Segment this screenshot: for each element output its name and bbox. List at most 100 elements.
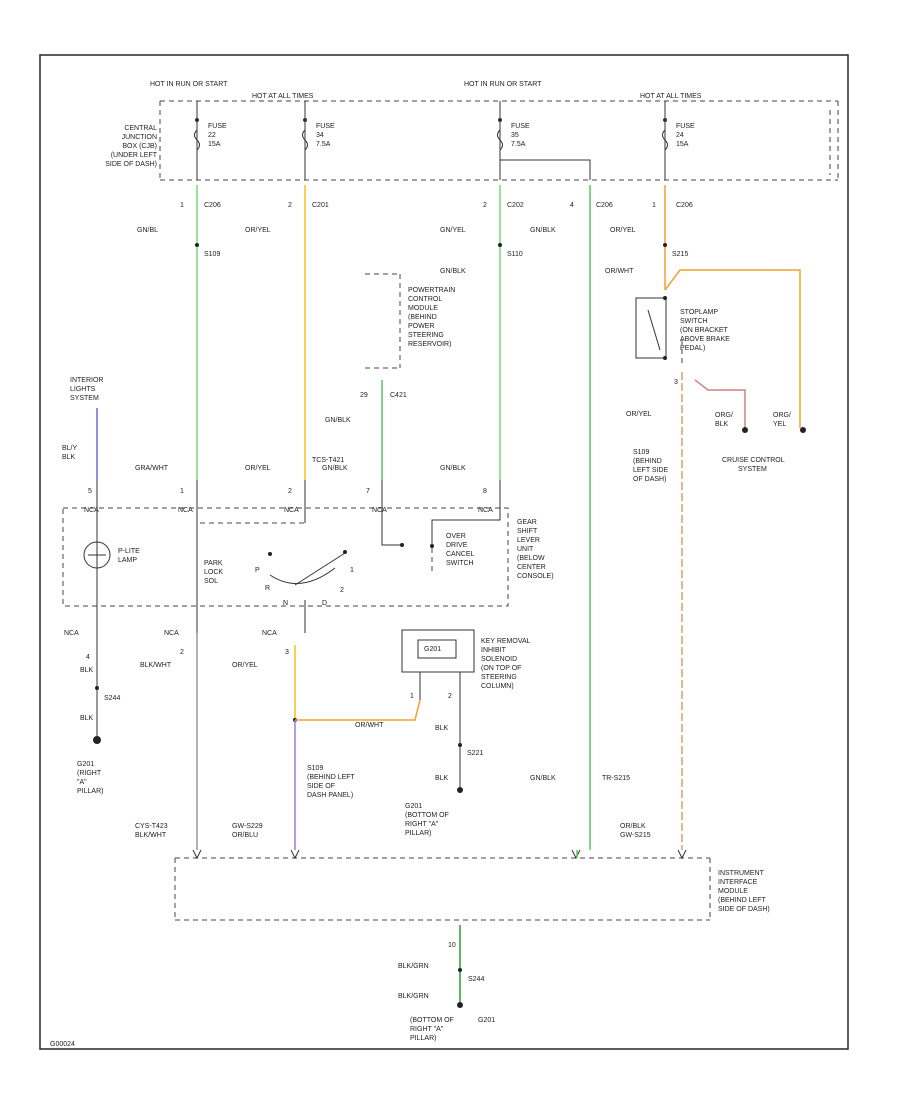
svg-text:34: 34 — [316, 132, 324, 139]
svg-text:P-LITE: P-LITE — [118, 548, 140, 555]
fuse-3: FUSE 35 7.5A — [497, 101, 591, 180]
svg-text:INTERIOR: INTERIOR — [70, 377, 103, 384]
svg-text:22: 22 — [208, 132, 216, 139]
svg-text:UNIT: UNIT — [517, 546, 534, 553]
svg-text:P: P — [255, 567, 260, 574]
svg-text:POWERTRAIN: POWERTRAIN — [408, 287, 455, 294]
svg-text:STOPLAMP: STOPLAMP — [680, 309, 718, 316]
connector-labels: 1 C206 2 C201 2 C202 4 C206 1 C206 — [180, 202, 693, 209]
svg-text:INSTRUMENT: INSTRUMENT — [718, 870, 765, 877]
svg-text:PARK: PARK — [204, 560, 223, 567]
wire-gn-yel: GN/YEL S110 GN/BLK — [440, 185, 523, 480]
svg-text:SWITCH: SWITCH — [680, 318, 708, 325]
svg-text:1: 1 — [180, 202, 184, 209]
svg-text:(BEHIND: (BEHIND — [408, 314, 437, 321]
svg-text:BLK: BLK — [62, 454, 76, 461]
svg-text:GW-S229: GW-S229 — [232, 823, 263, 830]
svg-text:NCA: NCA — [478, 507, 493, 514]
fuse-4: FUSE 24 15A — [662, 101, 695, 180]
hot-all-label-2: HOT AT ALL TIMES — [640, 93, 702, 100]
or-yel-lower: NCA 3 OR/YEL OR/WHT S109 (BEHIND LEFT SI… — [232, 630, 421, 850]
svg-text:S109: S109 — [204, 251, 220, 258]
svg-text:(BOTTOM OF: (BOTTOM OF — [405, 812, 449, 819]
svg-text:(BEHIND LEFT: (BEHIND LEFT — [718, 897, 767, 904]
iim-pin-labels: CYS-T423 BLK/WHT GW-S229 OR/BLU OR/BLK G… — [135, 823, 651, 839]
svg-text:10: 10 — [448, 942, 456, 949]
svg-text:1: 1 — [180, 488, 184, 495]
svg-text:LIGHTS: LIGHTS — [70, 386, 96, 393]
svg-text:C206: C206 — [676, 202, 693, 209]
svg-text:(BEHIND: (BEHIND — [633, 458, 662, 465]
svg-text:TR-S215: TR-S215 — [602, 775, 630, 782]
svg-text:(BELOW: (BELOW — [517, 555, 545, 562]
svg-text:NCA: NCA — [164, 630, 179, 637]
shift-connector-row: 5 1 2 7 8 NCA NCA NCA NCA NCA — [84, 488, 493, 514]
svg-text:BOX (CJB): BOX (CJB) — [122, 143, 157, 150]
svg-text:2: 2 — [288, 488, 292, 495]
svg-text:GN/BLK: GN/BLK — [322, 465, 348, 472]
svg-text:4: 4 — [570, 202, 574, 209]
shift-top-labels: GRA/WHT OR/YEL TCS-T421 GN/BLK GN/BLK — [135, 457, 466, 472]
svg-text:FUSE: FUSE — [511, 123, 530, 130]
svg-text:GN/BLK: GN/BLK — [530, 775, 556, 782]
svg-text:BLK: BLK — [80, 715, 94, 722]
svg-text:PILLAR): PILLAR) — [405, 830, 431, 837]
svg-text:29: 29 — [360, 392, 368, 399]
svg-text:NCA: NCA — [64, 630, 79, 637]
svg-text:GW-S215: GW-S215 — [620, 832, 651, 839]
svg-text:LEVER: LEVER — [517, 537, 540, 544]
svg-text:G201: G201 — [424, 646, 441, 653]
svg-text:(RIGHT: (RIGHT — [77, 770, 102, 777]
svg-text:OR/BLK: OR/BLK — [620, 823, 646, 830]
svg-text:2: 2 — [180, 649, 184, 656]
svg-text:INHIBIT: INHIBIT — [481, 647, 507, 654]
svg-text:OR/YEL: OR/YEL — [232, 662, 258, 669]
svg-text:FUSE: FUSE — [316, 123, 335, 130]
svg-text:JUNCTION: JUNCTION — [122, 134, 157, 141]
junction-box-label: CENTRAL JUNCTION BOX (CJB) (UNDER LEFT S… — [105, 125, 157, 168]
svg-text:"A": "A" — [77, 779, 87, 786]
svg-text:GEAR: GEAR — [517, 519, 537, 526]
power-bus: HOT IN RUN OR START HOT AT ALL TIMES HOT… — [150, 81, 839, 181]
key-removal-solenoid: G201 KEY REMOVAL INHIBIT SOLENOID (ON TO… — [401, 629, 531, 837]
svg-text:ABOVE BRAKE: ABOVE BRAKE — [680, 336, 730, 343]
svg-text:G201: G201 — [405, 803, 422, 810]
svg-text:POWER: POWER — [408, 323, 434, 330]
svg-text:C202: C202 — [507, 202, 524, 209]
fuse-1: FUSE 22 15A — [194, 101, 227, 180]
svg-text:1: 1 — [652, 202, 656, 209]
svg-text:(BOTTOM OF: (BOTTOM OF — [410, 1017, 454, 1024]
svg-text:SIDE OF DASH): SIDE OF DASH) — [718, 906, 770, 913]
wire-gn-blk-long: GN/BLK — [530, 185, 591, 850]
svg-text:LOCK: LOCK — [204, 569, 223, 576]
interior-lights: INTERIOR LIGHTS SYSTEM BL/Y BLK — [62, 377, 103, 480]
svg-text:4: 4 — [86, 654, 90, 661]
svg-text:C206: C206 — [204, 202, 221, 209]
svg-text:GN/BLK: GN/BLK — [530, 227, 556, 234]
wire-gn-bl: GN/BL S109 — [137, 185, 220, 480]
svg-text:(BEHIND LEFT: (BEHIND LEFT — [307, 774, 356, 781]
svg-text:KEY REMOVAL: KEY REMOVAL — [481, 638, 531, 645]
mid-right-labels: GN/BLK TR-S215 — [530, 775, 630, 782]
svg-text:NCA: NCA — [262, 630, 277, 637]
svg-text:OR/YEL: OR/YEL — [626, 411, 652, 418]
svg-text:OR/BLU: OR/BLU — [232, 832, 258, 839]
svg-text:BLK/GRN: BLK/GRN — [398, 963, 429, 970]
svg-text:YEL: YEL — [773, 421, 786, 428]
svg-text:PEDAL): PEDAL) — [680, 345, 705, 352]
svg-text:CENTER: CENTER — [517, 564, 546, 571]
svg-text:RESERVOIR): RESERVOIR) — [408, 341, 451, 348]
svg-text:MODULE: MODULE — [718, 888, 748, 895]
bottom-ground: 10 BLK/GRN S244 BLK/GRN (BOTTOM OF RIGHT… — [398, 925, 495, 1042]
svg-text:S244: S244 — [104, 695, 120, 702]
svg-text:CANCEL: CANCEL — [446, 551, 475, 558]
svg-text:R: R — [265, 585, 270, 592]
svg-text:S110: S110 — [507, 251, 523, 258]
hot-run-label-1: HOT IN RUN OR START — [150, 81, 228, 88]
svg-text:OR/YEL: OR/YEL — [245, 227, 271, 234]
svg-text:FUSE: FUSE — [208, 123, 227, 130]
svg-text:35: 35 — [511, 132, 519, 139]
svg-text:S244: S244 — [468, 976, 484, 983]
svg-text:G201: G201 — [77, 761, 94, 768]
